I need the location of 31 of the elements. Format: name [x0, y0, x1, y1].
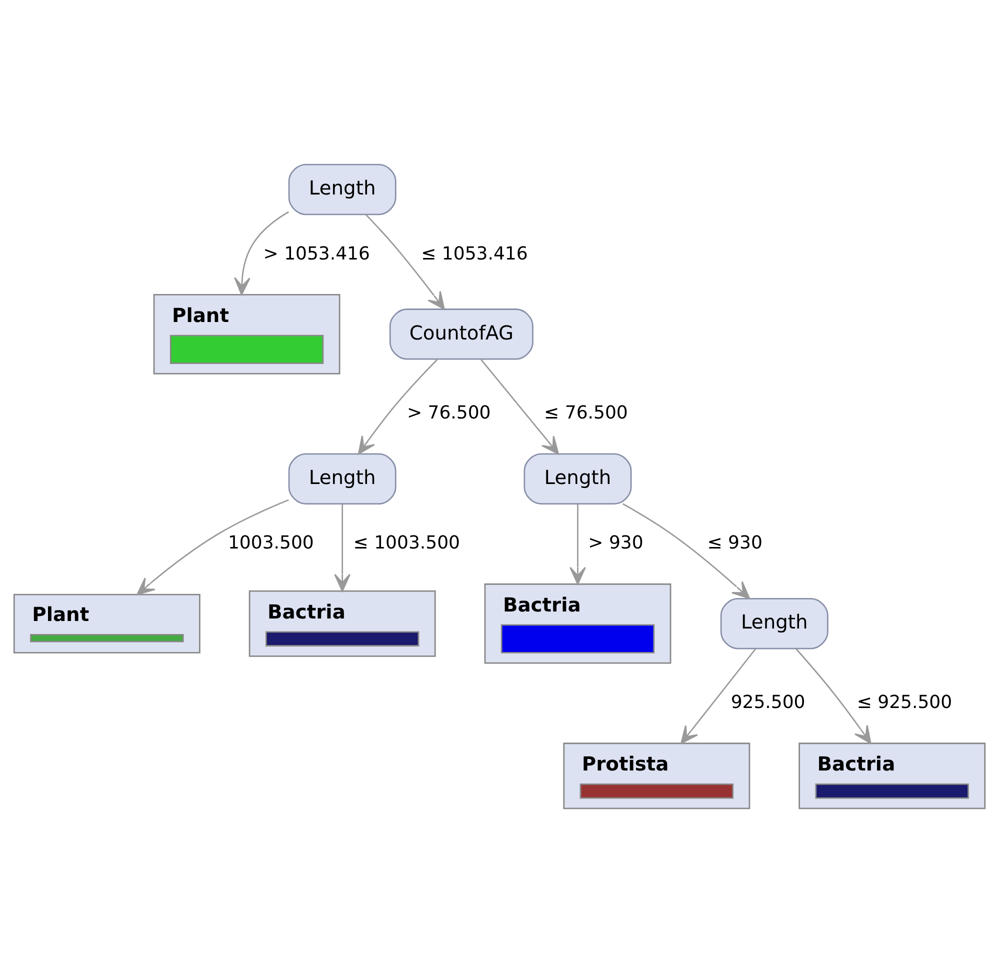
- arrow: [622, 503, 750, 600]
- node-box: Bactria: [484, 583, 672, 664]
- edge-label: 1003.500: [228, 532, 314, 554]
- edge-label: > 1053.416: [263, 243, 370, 264]
- edge-label: ≤ 930: [707, 532, 762, 554]
- node-box: Bactria: [798, 742, 986, 810]
- edge-label: ≤ 1003.500: [353, 532, 460, 554]
- arrow: [795, 648, 872, 744]
- node-box: Plant: [13, 594, 200, 654]
- edge-label: ≤ 1053.416: [421, 243, 528, 264]
- node-box: CountofAG: [389, 308, 534, 360]
- edge-label: ≤ 925.500: [856, 692, 952, 713]
- node-box: Length: [524, 453, 632, 504]
- edge-label: ≤ 76.500: [544, 402, 628, 424]
- arrow: [680, 648, 756, 744]
- edge-label: > 76.500: [406, 402, 491, 424]
- node-box: Protista: [563, 742, 750, 810]
- node-box: Bactria: [248, 590, 436, 657]
- arrow: [334, 504, 350, 592]
- arrow: [136, 499, 289, 596]
- arrow: [358, 359, 438, 454]
- arrow: [570, 504, 586, 585]
- edge-label: 925.500: [730, 692, 806, 713]
- node-box: Length: [288, 453, 396, 504]
- node-box: Length: [288, 164, 396, 216]
- arrow: [234, 211, 289, 296]
- node-box: Length: [720, 598, 828, 650]
- edge-label: > 930: [588, 532, 644, 554]
- arrow: [480, 359, 559, 454]
- node-box: Plant: [153, 294, 340, 374]
- arrow: [365, 214, 445, 310]
